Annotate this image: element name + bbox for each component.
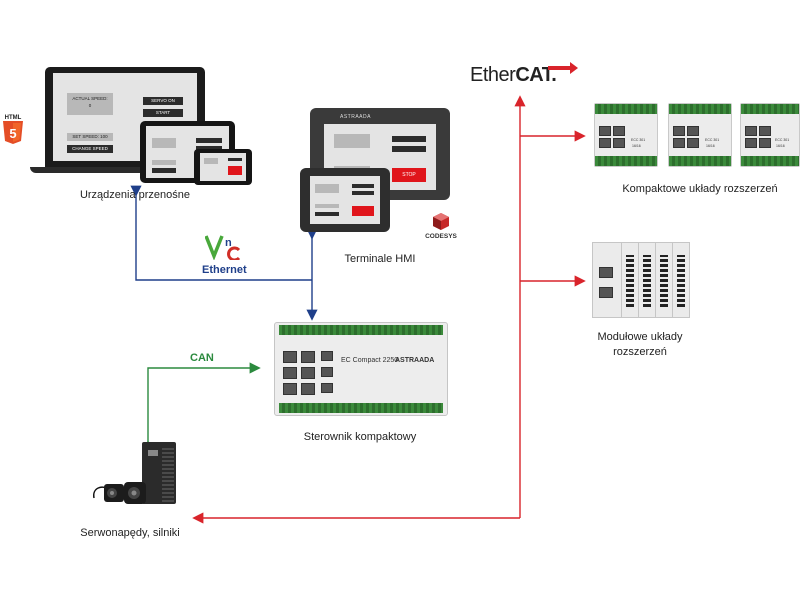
label-portable-devices: Urządzenia przenośne: [79, 189, 191, 201]
hmi-small-set-speed: [315, 204, 339, 208]
tablet-set-speed: [152, 160, 176, 165]
hmi-large-start-button[interactable]: [392, 146, 426, 152]
can-label: CAN: [190, 352, 214, 364]
tablet-change-speed-button[interactable]: [152, 168, 176, 173]
codesys-logo: CODESYS: [420, 212, 460, 242]
modular-port: [599, 287, 613, 298]
controller-brand: ASTRAADA: [395, 357, 435, 364]
tablet-servo-on-button[interactable]: [196, 138, 222, 143]
servo-drive-display: [148, 450, 158, 456]
servo-motor-icon: [93, 482, 146, 504]
vnc-icon: n: [204, 235, 241, 262]
controller-port: [321, 367, 333, 377]
can-lines: [142, 362, 261, 452]
hmi-small-change-speed-button[interactable]: [315, 212, 339, 216]
html5-shield-icon: [3, 121, 23, 144]
controller-port: [283, 351, 297, 363]
label-hmi-terminals: Terminale HMI: [344, 253, 416, 265]
hmi-small-stop-button[interactable]: [352, 206, 374, 216]
servo-drive-and-motors: [90, 440, 195, 518]
html5-text: HTML: [4, 115, 22, 121]
label-servo: Serwonapędy, silniki: [80, 527, 180, 539]
modular-extension-modules: [592, 242, 690, 318]
module-io: 16/16: [632, 144, 641, 148]
label-modular-line2: rozszerzeń: [613, 346, 667, 358]
laptop-actual-speed-label: ACTUAL SPEED:: [72, 96, 108, 101]
laptop-change-speed-button[interactable]: CHANGE SPEED: [67, 145, 113, 153]
modular-port: [599, 267, 613, 278]
label-compact-extensions: Kompaktowe układy rozszerzeń: [622, 183, 778, 195]
ethercat-lines: [192, 95, 586, 524]
module-model: ECC 301: [705, 138, 720, 142]
phone-servo-on-button[interactable]: [228, 158, 242, 161]
hmi-small-servo-on-button[interactable]: [352, 184, 374, 188]
ethercat-logo: EtherCAT.: [470, 62, 590, 90]
laptop-actual-speed: ACTUAL SPEED: 0: [67, 93, 113, 115]
servo-drive-heatsink: [162, 446, 174, 502]
laptop-set-speed: SET SPEED: 100: [67, 133, 113, 141]
compact-controller: EC Compact 2250 ASTRAADA: [274, 322, 448, 416]
hmi-small-actual-speed: [315, 184, 339, 193]
module-model: ECC 301: [631, 138, 646, 142]
modular-io-slice: [638, 242, 656, 318]
module-model: ECC 301: [775, 138, 790, 142]
modular-io-slice: [621, 242, 639, 318]
compact-extension-module: ECC 301 16/16: [740, 103, 800, 167]
label-compact-controller: Sterownik kompaktowy: [303, 431, 417, 443]
ethernet-lines: [130, 185, 318, 321]
svg-text:n: n: [225, 237, 232, 249]
controller-top-terminals: [279, 325, 443, 335]
modular-io-slice: [672, 242, 690, 318]
hmi-small: [300, 168, 390, 232]
compact-extension-module: ECC 301 16/16: [594, 103, 658, 167]
controller-port: [321, 383, 333, 393]
html5-number: 5: [9, 126, 17, 141]
phone-screen: [200, 153, 246, 181]
codesys-text: CODESYS: [425, 233, 457, 240]
controller-port: [301, 383, 315, 395]
laptop-start-button[interactable]: START: [143, 109, 183, 117]
modular-head-unit: [592, 242, 622, 318]
vnc-logo: n: [204, 234, 243, 262]
portable-devices: HTML 5 ACTUAL SPEED: 0 SERVO ON START SE…: [0, 55, 270, 185]
hmi-large-servo-on-button[interactable]: [392, 136, 426, 142]
controller-port: [283, 367, 297, 379]
compact-extension-module: ECC 301 16/16: [668, 103, 732, 167]
controller-model: EC Compact 2250: [341, 357, 399, 364]
controller-port: [283, 383, 297, 395]
controller-port: [301, 351, 315, 363]
laptop-actual-speed-value: 0: [88, 103, 92, 108]
hmi-large-actual-speed: [334, 134, 370, 148]
tablet-actual-speed: [152, 138, 176, 148]
hmi-large-stop-button[interactable]: STOP: [392, 168, 426, 182]
label-modular-extensions: Modułowe układy rozszerzeń: [570, 330, 710, 360]
label-modular-line1: Modułowe układy: [597, 331, 683, 343]
hmi-terminals: ASTRAADA STOP: [300, 104, 460, 234]
hmi-small-screen: [310, 176, 380, 224]
hmi-small-start-button[interactable]: [352, 191, 374, 195]
ethercat-suffix: CAT.: [515, 64, 557, 86]
tablet-start-button[interactable]: [196, 146, 222, 151]
servo-drive: [142, 442, 176, 504]
laptop-servo-on-button[interactable]: SERVO ON: [143, 97, 183, 105]
ethercat-prefix: Ether: [470, 64, 516, 86]
modular-io-slice: [655, 242, 673, 318]
laptop-base: [30, 167, 225, 173]
html5-logo: HTML 5: [2, 115, 24, 147]
codesys-cube-icon: [433, 213, 449, 230]
phone: [194, 149, 252, 185]
phone-stop-button[interactable]: [228, 166, 242, 175]
module-io: 16/16: [776, 144, 785, 148]
phone-actual-speed: [204, 158, 218, 164]
controller-port: [321, 351, 333, 361]
ethercat-arrow-icon: [548, 62, 578, 74]
ethernet-label: Ethernet: [202, 264, 247, 276]
hmi-large-brand: ASTRAADA: [340, 114, 371, 120]
module-io: 16/16: [706, 144, 715, 148]
controller-port: [301, 367, 315, 379]
controller-bottom-terminals: [279, 403, 443, 413]
